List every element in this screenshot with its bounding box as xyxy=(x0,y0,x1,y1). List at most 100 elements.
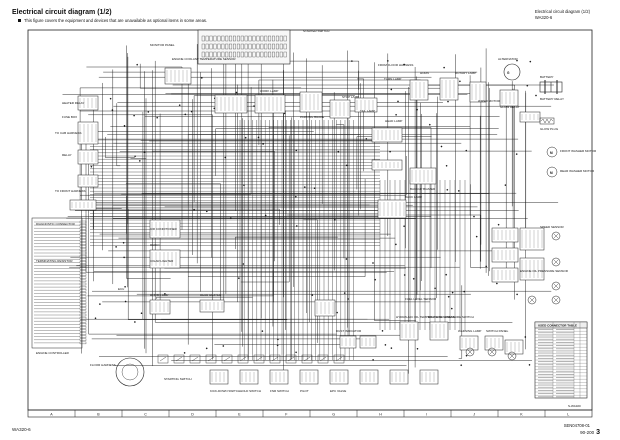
component-label-ecu: ECU xyxy=(118,287,124,291)
switch-symbol xyxy=(189,354,201,364)
switch-symbol xyxy=(205,354,217,364)
component-label-rotary-lamp: ROTARY LAMP xyxy=(455,71,476,75)
component-label-turn-lamp: TURN LAMP xyxy=(384,77,401,81)
connector-block xyxy=(459,335,479,351)
lamp-symbol xyxy=(551,231,561,241)
component-label-dust-indicator: DUST INDICATOR xyxy=(336,329,362,333)
component-label-hydraulic-temp: HYDRAULIC OIL TEMPERATURE SENSOR xyxy=(396,315,456,319)
grid-col-label: F xyxy=(285,413,288,417)
page-title: Electrical circuit diagram (1/2) xyxy=(12,9,112,16)
grid-col-label: I xyxy=(426,413,427,417)
label-front-washer: FRONT WASHER MOTOR xyxy=(560,149,597,153)
component-label-radio: RADIO xyxy=(150,243,160,247)
component-label-back-lamp: BACK LAMP xyxy=(405,195,422,199)
label-monitor-panel: MONITOR PANEL xyxy=(150,43,175,47)
lamp-symbol xyxy=(507,351,517,361)
label-battery-relay: BATTERY RELAY xyxy=(540,97,564,101)
connector-block xyxy=(299,91,323,113)
lamp-symbol xyxy=(465,347,475,357)
label-ecm: ENGINE CONTROLLER xyxy=(36,351,70,355)
connector-block xyxy=(371,159,403,171)
connector-block xyxy=(399,321,419,341)
label-floor-harness: FLOOR HARNESS xyxy=(90,363,116,367)
label-from-floor-harness: FROM FLOOR HARNESS xyxy=(378,63,413,67)
note-text: This figure covers the equipment and dev… xyxy=(24,18,208,23)
connector-table-title: USED CONNECTOR TABLE xyxy=(538,324,577,328)
bottom-switch-row xyxy=(157,354,345,364)
switch-symbol xyxy=(333,354,345,364)
connector-block xyxy=(359,369,379,385)
connector-block xyxy=(439,77,459,101)
label-to-cab-harness: TO CAB HARNESS xyxy=(55,131,81,135)
component-label-rear-heater: REAR HEATER xyxy=(200,293,222,297)
label-glow-plug: GLOW PLUG xyxy=(540,127,559,131)
label-check-connector: DIAGNOSTIC CONNECTOR xyxy=(36,222,76,226)
connector-block xyxy=(69,199,97,211)
header-right-model: WA320-6 xyxy=(534,15,553,20)
lamp-symbol xyxy=(551,257,561,267)
component-label-air-cond: AIR CONDITIONER xyxy=(150,227,178,231)
connector-block xyxy=(214,94,248,114)
grid-col-label: J xyxy=(473,413,475,417)
grid-ticks xyxy=(74,410,546,417)
grid-col-label: H xyxy=(379,413,382,417)
connector-block xyxy=(419,369,439,385)
lamp-symbol xyxy=(527,295,537,305)
doc-code: SEN04708-01 xyxy=(563,423,590,428)
component-label-room-lamp: ROOM LAMP xyxy=(150,293,168,297)
front-washer-motor xyxy=(546,146,558,158)
rotary-switch xyxy=(115,357,145,387)
connector-table: USED CONNECTOR TABLE xyxy=(534,321,588,399)
connector-block xyxy=(491,227,519,243)
label-rear-washer: REAR WASHER MOTOR xyxy=(560,169,595,173)
connector-block xyxy=(484,335,504,351)
component-label-tail-lamp: TAIL LAMP xyxy=(360,109,375,113)
connector-block xyxy=(359,335,377,349)
switch-symbol xyxy=(157,354,169,364)
label-term-connector: TERMINATING RESISTOR xyxy=(36,259,73,263)
label-to-front-harness: TO FRONT HARNESS xyxy=(55,189,86,193)
monitor-panel-pins xyxy=(201,35,287,58)
drawing-id: S-WA320 xyxy=(568,404,581,408)
header-right: Electrical circuit diagram (1/2) WA320-6 xyxy=(535,9,590,21)
switch-symbol xyxy=(317,354,329,364)
left-connector-pins xyxy=(34,220,87,345)
connector-block xyxy=(209,369,229,385)
grid-col-label: G xyxy=(332,413,335,417)
svg-text:M: M xyxy=(550,151,553,155)
label-engine-coolant: ENGINE COOLANT TEMPERATURE SENSOR xyxy=(172,57,236,61)
connector-block xyxy=(299,369,319,385)
connector-block xyxy=(254,94,286,114)
connector-block xyxy=(199,299,225,313)
label-relay: RELAY xyxy=(62,153,72,157)
label-start-sw: STARTING SWITCH xyxy=(164,377,192,381)
switch-symbol xyxy=(173,354,185,364)
grid-col-label: E xyxy=(238,413,241,417)
label-starter-switch: STARTER SWITCH xyxy=(303,29,329,33)
connector-block xyxy=(371,127,403,143)
component-label-work-lamp: WORK LAMP xyxy=(260,89,278,93)
component-label-switch-panel: SWITCH PANEL xyxy=(486,329,509,333)
connector-block xyxy=(339,335,357,349)
page-prefix: 90-200 xyxy=(580,430,595,435)
switch-symbol xyxy=(253,354,265,364)
connector-block xyxy=(389,369,409,385)
right-symbols xyxy=(465,231,561,361)
page-note: This figure covers the equipment and dev… xyxy=(18,18,207,23)
component-label-horn: HORN xyxy=(420,71,429,75)
grid-col-label: K xyxy=(520,413,523,417)
component-label-ep-valve: EPC VALVE xyxy=(330,389,346,393)
connector-block xyxy=(519,227,545,251)
component-label-backup-buzzer: BACKUP BUZZER xyxy=(410,187,436,191)
grid-col-label: B xyxy=(97,413,100,417)
lamp-symbol xyxy=(487,347,497,357)
switch-symbol xyxy=(237,354,249,364)
label-fuse-box: FUSE BOX xyxy=(62,115,77,119)
component-label-head-lamp: HEAD LAMP xyxy=(385,119,402,123)
header-right-title: Electrical circuit diagram (1/2) xyxy=(534,9,590,14)
page-number-value: 3 xyxy=(596,429,600,436)
component-label-brake-oil-press: BRAKE OIL PRESSURE SWITCH xyxy=(428,315,474,319)
